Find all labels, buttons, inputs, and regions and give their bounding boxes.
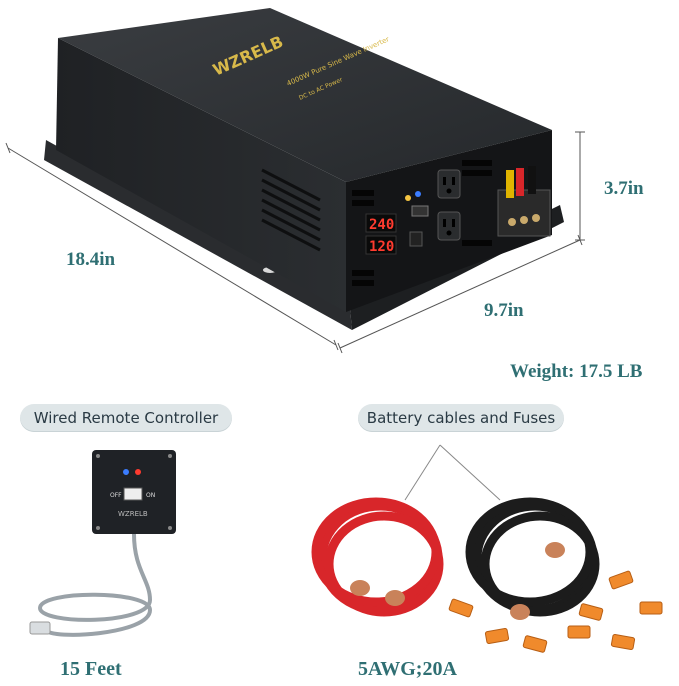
weight-label: Weight: 17.5 LB [510,361,643,382]
remote-led-red [135,469,141,475]
remote-brand: WZRELB [118,510,148,518]
remote-illustration: OFF ON WZRELB [29,450,176,637]
cable-length-label: 15 Feet [60,658,122,680]
remote-title-pill: Wired Remote Controller [20,404,232,432]
cables-title-pill: Battery cables and Fuses [358,404,564,432]
front-vents [352,160,492,286]
inverter-side [56,38,346,312]
side-vents [261,168,321,252]
remote-on-label: ON [146,492,155,499]
remote-title: Wired Remote Controller [33,409,219,427]
height-label: 3.7in [604,178,644,199]
remote-port [409,231,423,247]
dimension-lines [5,131,585,354]
black-cable-coil [465,497,600,617]
remote-led-blue [123,469,129,475]
status-led-yellow [405,195,411,201]
status-led-blue [415,191,421,197]
red-cable-coil [311,497,444,617]
power-switch [411,205,429,217]
display-top: 240 [369,217,394,233]
inverter-illustration: WZRELB 4000W Pure Sine Wave Inverter DC … [5,8,585,354]
display-bottom: 120 [369,239,394,255]
black-lug-1 [545,542,565,558]
cables-illustration [311,444,663,653]
red-lug-1 [350,580,370,596]
cables-title: Battery cables and Fuses [366,409,556,427]
inverter-top [58,8,552,182]
red-lug-2 [385,590,405,606]
fuses [448,570,663,653]
ac-outlet-top [437,169,461,199]
cable-spec-label: 5AWG;20A [358,658,457,680]
width-label: 9.7in [484,300,524,321]
remote-switch [123,487,143,501]
remote-cable [37,533,153,637]
ac-outlet-bottom [437,211,461,241]
rj-connector [29,621,51,635]
length-label: 18.4in [66,249,116,270]
black-lug-2 [510,604,530,620]
dc-terminals [497,166,551,237]
remote-off-label: OFF [110,492,122,499]
mounting-flange [44,140,352,330]
